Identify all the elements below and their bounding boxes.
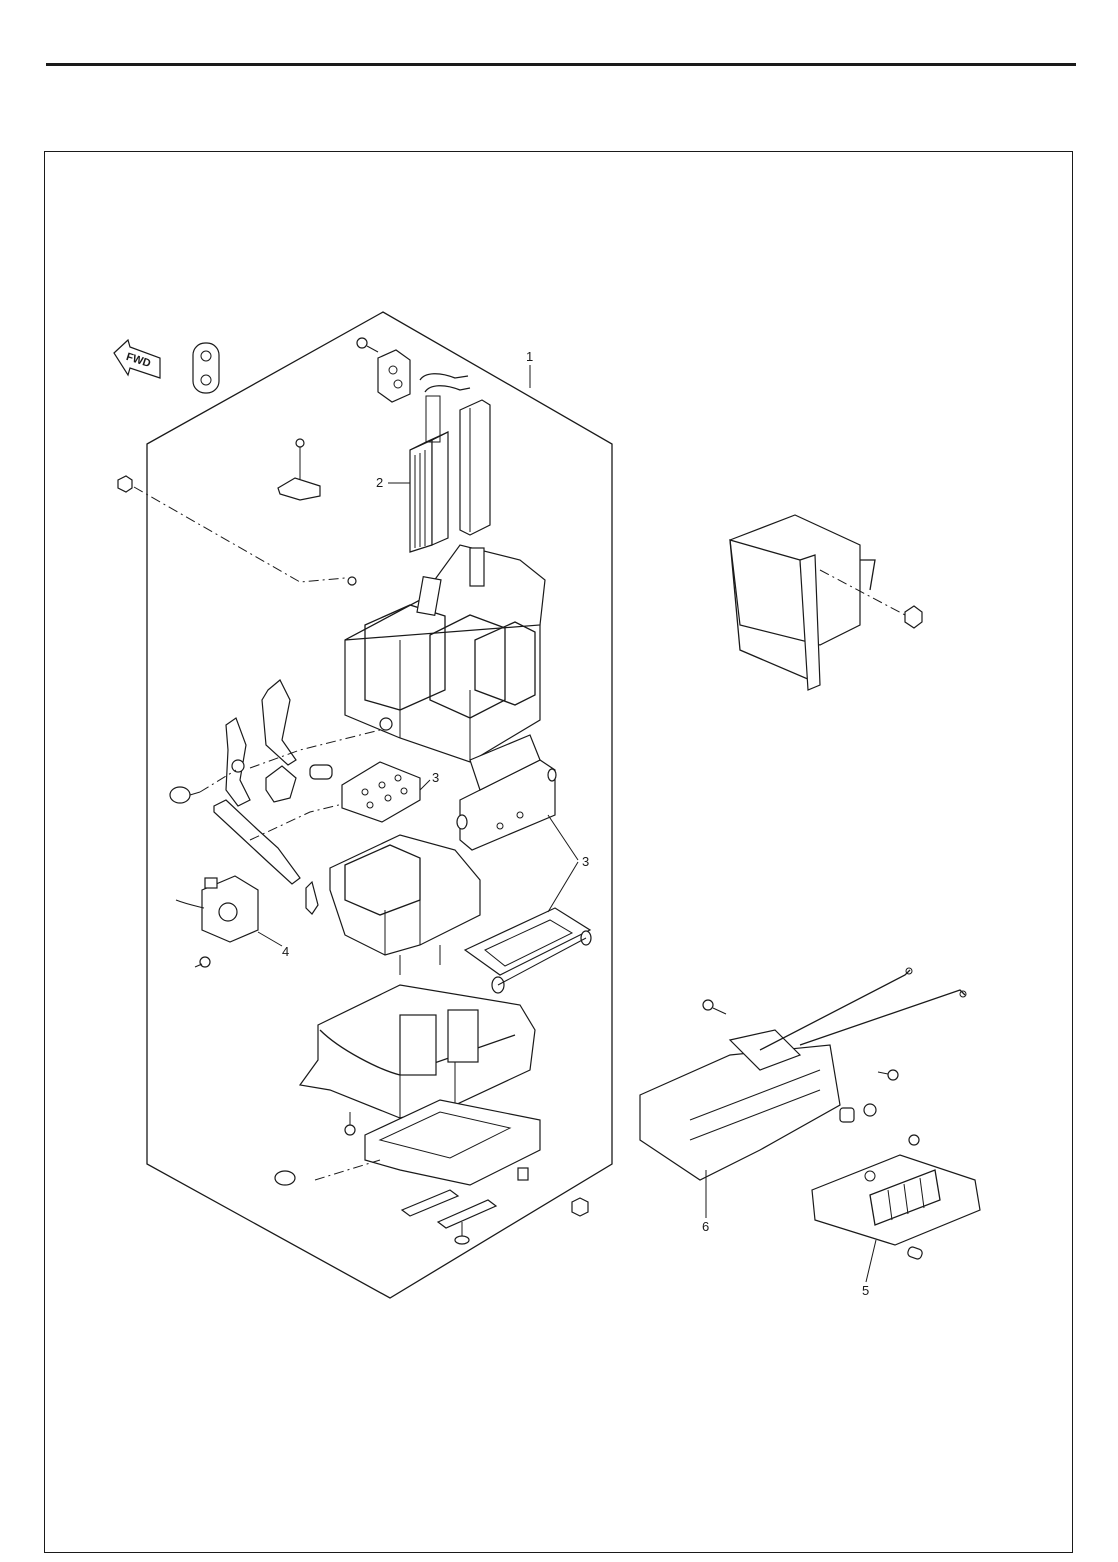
clip-part: [306, 882, 318, 914]
grommet-part: [193, 343, 219, 393]
nut-part-bottom: [572, 1198, 588, 1216]
pipe-flange-part: [357, 338, 410, 402]
heater-case-upper: [345, 545, 545, 762]
callout-5: 5: [862, 1283, 869, 1298]
seal-pad-part: [460, 400, 490, 535]
callout-3a: 3: [432, 770, 439, 785]
callout-2: 2: [376, 475, 383, 490]
leader-lines: [258, 365, 876, 1282]
servo-motor-part: [176, 876, 258, 967]
bracket-screw-part: [278, 439, 320, 500]
link-rods-bottom: [402, 1190, 496, 1244]
callout-1: 1: [526, 349, 533, 364]
duct-assembly-right: [730, 515, 922, 690]
callout-6: 6: [702, 1219, 709, 1234]
flap-door-lower: [465, 908, 591, 993]
fwd-arrow-icon: FWD: [114, 340, 160, 378]
heater-control-part: [640, 968, 966, 1180]
callout-4: 4: [282, 944, 289, 959]
callout-3b: 3: [582, 854, 589, 869]
resistor-plate-part: [342, 762, 420, 822]
heater-case-lower: [300, 985, 535, 1118]
control-switch-part: [812, 1135, 980, 1260]
heater-case-middle: [330, 835, 480, 975]
knob-screw-left: [170, 787, 200, 803]
